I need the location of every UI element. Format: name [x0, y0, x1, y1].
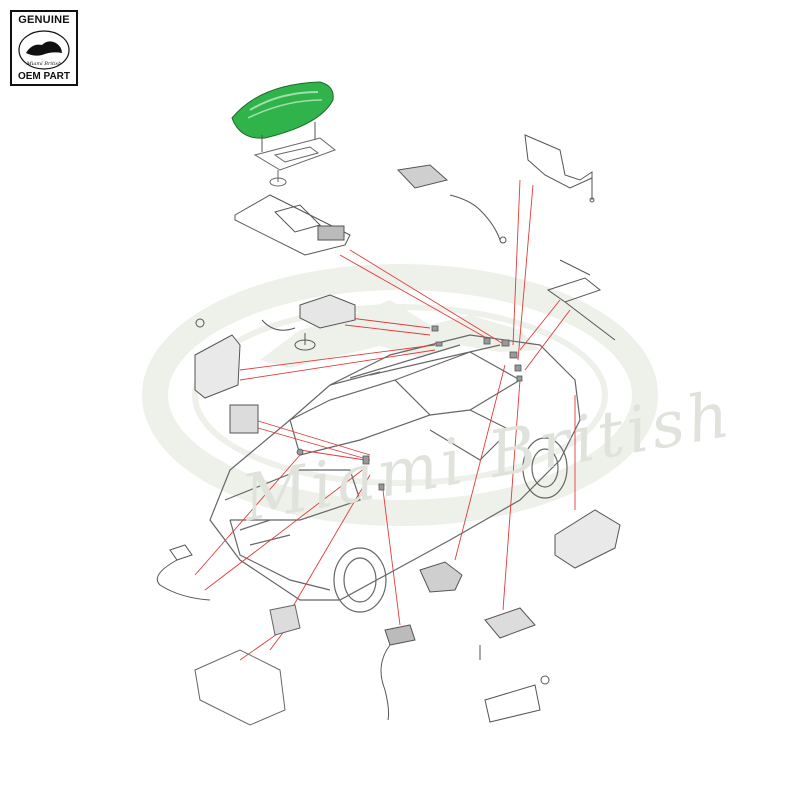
module-right [546, 259, 616, 341]
svg-text:Miami British: Miami British [26, 61, 62, 67]
bracket-bottom-left [194, 604, 301, 726]
leader-lines [194, 179, 576, 661]
badge-top-label: GENUINE [18, 14, 70, 26]
bracket-top-right [524, 134, 595, 203]
amplifier-module [261, 294, 356, 351]
antenna-module-tray [234, 194, 351, 256]
antenna-base-plate [253, 137, 337, 187]
module-bottom-right [479, 607, 536, 660]
badge-bottom-label: OEM PART [17, 71, 71, 82]
module-left [194, 318, 241, 399]
motor-unit [419, 561, 463, 593]
roof-antenna-shark-fin[interactable] [231, 81, 334, 152]
switch-module [229, 404, 259, 434]
bracket-bottom-right [484, 675, 550, 723]
cable-bottom-left [156, 544, 211, 601]
miami-british-logo-icon: Miami British [18, 30, 70, 70]
connector-module-top [396, 164, 507, 244]
vehicle-connectors [296, 325, 523, 491]
genuine-oem-badge: GENUINE Miami British OEM PART [10, 10, 78, 86]
cable-bottom-center [380, 624, 416, 721]
control-unit-right [554, 509, 621, 569]
watermark-landrover-silhouette [260, 300, 540, 368]
